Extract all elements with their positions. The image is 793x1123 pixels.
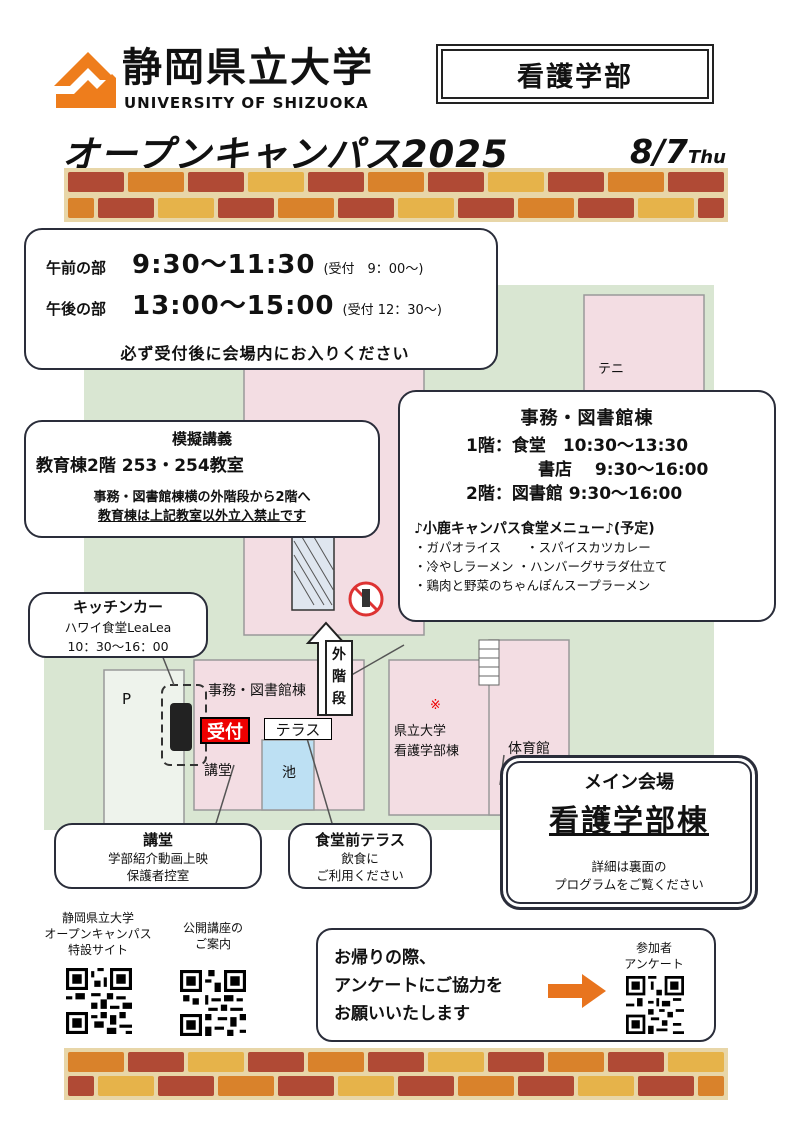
university-name-jp: 静岡県立大学 bbox=[122, 45, 374, 91]
morning-row: 午前の部 9:30～11:30 (受付 9：00～) bbox=[46, 244, 484, 281]
nursing-building-label-1: 県立大学 bbox=[394, 724, 447, 739]
kitchen-car-hours: 10：30～16：00 bbox=[67, 639, 169, 654]
office-library-title: 事務・図書館棟 bbox=[520, 408, 654, 429]
survey-message: お帰りの際、 アンケートにご協力を お願いいたします bbox=[334, 944, 503, 1028]
brick-band-top bbox=[64, 168, 728, 222]
survey-qr-label: 参加者 アンケート bbox=[618, 940, 690, 972]
morning-label: 午前の部 bbox=[46, 259, 107, 277]
event-date: 8/7Thu bbox=[630, 132, 726, 171]
cafeteria-hours: 1階：食堂 10:30～13:30 bbox=[466, 436, 689, 456]
auditorium-callout: 講堂 学部紹介動画上映 保護者控室 bbox=[54, 823, 262, 889]
mock-lecture-callout: 模擬講義 教育棟2階 253・254教室 事務・図書館棟横の外階段から2階へ 教… bbox=[24, 420, 380, 538]
outside-stairs-sign: 外 階 段 bbox=[325, 640, 353, 716]
university-name-en: UNIVERSITY OF SHIZUOKA bbox=[124, 94, 369, 112]
auditorium-label: 講堂 bbox=[204, 763, 232, 779]
terrace-line-2: ご利用ください bbox=[316, 868, 404, 883]
terrace-line-1: 飲食に bbox=[341, 851, 379, 866]
library-hours: 2階：図書館 9:30～16:00 bbox=[466, 484, 683, 504]
nursing-mark: ※ bbox=[430, 698, 441, 713]
auditorium-line-2: 保護者控室 bbox=[126, 868, 190, 883]
schedule-callout: 午前の部 9:30～11:30 (受付 9：00～) 午後の部 13:00～15… bbox=[24, 228, 498, 370]
office-library-callout: 事務・図書館棟 1階：食堂 10:30～13:30 書店 9:30～16:00 … bbox=[398, 390, 776, 622]
survey-callout: お帰りの際、 アンケートにご協力を お願いいたします 参加者 アンケート bbox=[316, 928, 716, 1042]
survey-label-2: アンケート bbox=[624, 957, 684, 971]
afternoon-row: 午後の部 13:00～15:00 (受付 12：30～) bbox=[46, 285, 484, 322]
kitchen-car-callout: キッチンカー ハワイ食堂LeaLea 10：30～16：00 bbox=[28, 592, 208, 658]
public-lecture-label-2: ご案内 bbox=[194, 937, 231, 951]
survey-qr-icon[interactable] bbox=[626, 976, 684, 1034]
mock-lecture-title: 模擬講義 bbox=[171, 430, 232, 448]
public-lecture-qr-label: 公開講座の ご案内 bbox=[170, 920, 256, 952]
campus-site-qr-icon[interactable] bbox=[66, 968, 132, 1034]
brick-band-bottom bbox=[64, 1048, 728, 1100]
auditorium-line-1: 学部紹介動画上映 bbox=[107, 851, 208, 866]
cafeteria-menu-title: ♪小鹿キャンパス食堂メニュー♪(予定) bbox=[414, 521, 655, 537]
auditorium-title: 講堂 bbox=[142, 831, 173, 849]
menu-item: ・冷やしラーメン ・ハンバーグサラダ仕立て bbox=[414, 559, 668, 574]
afternoon-time: 13:00～15:00 bbox=[132, 291, 335, 321]
outside-stairs-text-3: 段 bbox=[332, 691, 346, 707]
faculty-badge: 看護学部 bbox=[436, 44, 714, 104]
terrace-label: テラス bbox=[264, 718, 332, 740]
arrow-right-icon bbox=[548, 974, 606, 1008]
faculty-name: 看護学部 bbox=[441, 49, 709, 99]
mock-lecture-warning: 教育棟は上記教室以外立入禁止です bbox=[97, 509, 306, 524]
public-lecture-qr-icon[interactable] bbox=[180, 970, 246, 1036]
afternoon-reception: (受付 12：30～) bbox=[342, 303, 442, 318]
survey-message-3: お願いいたします bbox=[334, 1004, 470, 1024]
kitchen-car-name: ハワイ食堂LeaLea bbox=[64, 620, 172, 635]
campus-site-qr-label: 静岡県立大学 オープンキャンパス 特設サイト bbox=[34, 910, 162, 958]
main-venue-note-1: 詳細は裏面の bbox=[591, 859, 667, 874]
survey-label-1: 参加者 bbox=[635, 941, 672, 955]
reception-notice: 必ず受付後に会場内にお入りください bbox=[120, 344, 410, 363]
parking-label: P bbox=[122, 690, 132, 708]
outside-stairs-text-2: 階 bbox=[332, 669, 346, 685]
tennis-label: テニ bbox=[598, 362, 625, 377]
nursing-building-label-2: 看護学部棟 bbox=[394, 744, 460, 759]
mock-lecture-room: 教育棟2階 253・254教室 bbox=[36, 456, 244, 476]
menu-item: ・ガパオライス ・スパイスカツカレー bbox=[414, 540, 651, 555]
main-venue-label: メイン会場 bbox=[584, 772, 674, 793]
kitchen-car-title: キッチンカー bbox=[72, 598, 163, 616]
public-lecture-label-1: 公開講座の bbox=[182, 921, 243, 935]
reception-label: 受付 bbox=[200, 717, 250, 744]
event-day: Thu bbox=[687, 147, 726, 168]
outside-stairs-text-1: 外 bbox=[332, 647, 346, 663]
main-venue-note-2: プログラムをご覧ください bbox=[554, 877, 704, 892]
main-venue-callout: メイン会場 看護学部棟 詳細は裏面の プログラムをご覧ください bbox=[500, 755, 758, 910]
campus-site-label-3: 特設サイト bbox=[67, 943, 128, 957]
morning-time: 9:30～11:30 bbox=[132, 250, 316, 280]
office-building-label: 事務・図書館棟 bbox=[208, 683, 306, 699]
terrace-title: 食堂前テラス bbox=[315, 831, 405, 849]
mock-lecture-note: 事務・図書館棟横の外階段から2階へ bbox=[93, 490, 311, 505]
event-date-value: 8/7 bbox=[630, 132, 688, 171]
bookstore-hours: 書店 9:30～16:00 bbox=[538, 460, 709, 480]
pond-label: 池 bbox=[282, 765, 296, 781]
survey-message-1: お帰りの際、 bbox=[334, 948, 436, 968]
university-logo-icon bbox=[54, 52, 116, 108]
afternoon-label: 午後の部 bbox=[46, 300, 107, 318]
survey-message-2: アンケートにご協力を bbox=[334, 976, 503, 996]
terrace-callout: 食堂前テラス 飲食に ご利用ください bbox=[288, 823, 432, 889]
morning-reception: (受付 9：00～) bbox=[323, 262, 424, 277]
main-venue-title: 看護学部棟 bbox=[549, 804, 709, 839]
campus-site-label-2: オープンキャンパス bbox=[44, 927, 152, 941]
campus-site-label-1: 静岡県立大学 bbox=[61, 911, 134, 925]
gym-label: 体育館 bbox=[508, 741, 550, 757]
menu-item: ・鶏肉と野菜のちゃんぽんスープラーメン bbox=[414, 578, 651, 593]
